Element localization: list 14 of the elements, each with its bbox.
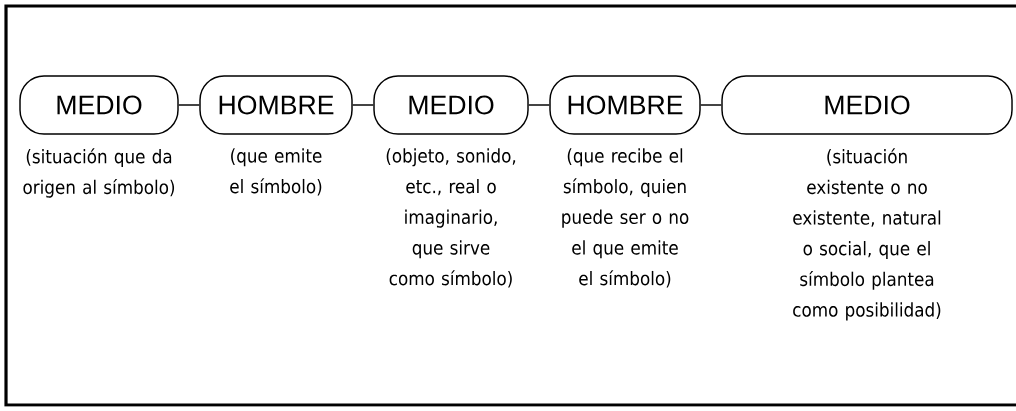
caption-text: (situación existente o no existente, natural o social, que el símbolo plantea como posibilidad)	[793, 148, 941, 321]
caption-text: (que emite el símbolo)	[230, 148, 322, 196]
connector-line	[178, 104, 200, 106]
caption-text: (objeto, sonido, etc., real o imaginario, que sirve como símbolo)	[386, 148, 516, 288]
rounded-box: MEDIO	[721, 75, 1013, 135]
rounded-box: HOMBRE	[549, 75, 701, 135]
rounded-box: MEDIO	[373, 75, 529, 135]
connector-line	[700, 104, 722, 106]
rounded-box: HOMBRE	[199, 75, 353, 135]
connector-line	[352, 104, 374, 106]
caption-text: (situación que da origen al símbolo)	[23, 148, 175, 198]
rounded-box: MEDIO	[19, 75, 179, 135]
connector-line	[528, 104, 550, 106]
caption-text: (que recibe el símbolo, quien puede ser o no el que emite el símbolo)	[562, 148, 689, 288]
